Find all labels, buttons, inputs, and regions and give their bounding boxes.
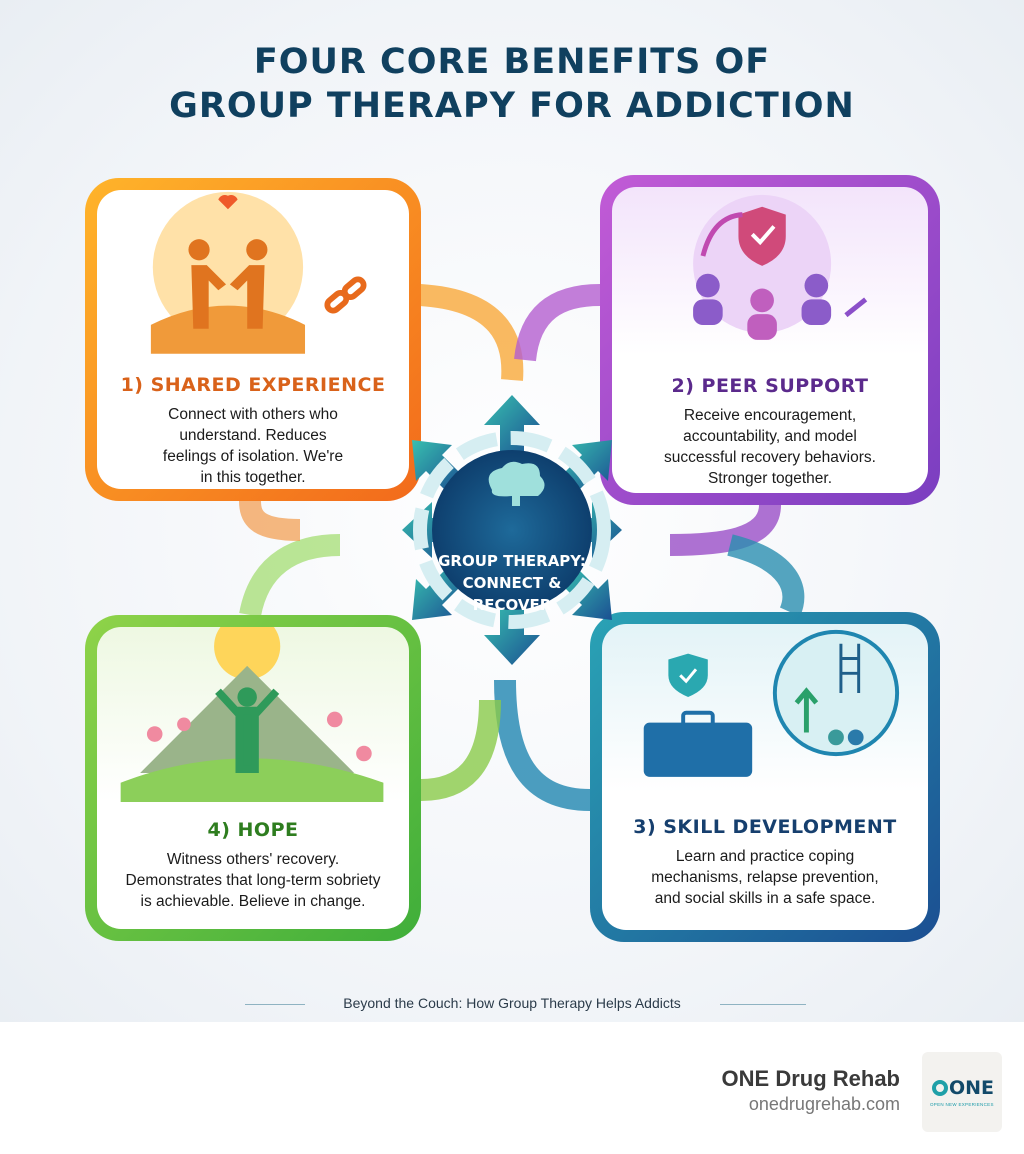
title-line-2: GROUP THERAPY FOR ADDICTION [169, 86, 855, 126]
infographic-canvas: FOUR CORE BENEFITS OF GROUP THERAPY FOR … [0, 0, 1024, 1022]
arrow-4-to-center [239, 534, 341, 618]
caption-divider-left [245, 1004, 305, 1005]
arrow-center-to-2 [514, 284, 601, 362]
card-heading: 4) HOPE [207, 819, 299, 841]
card-peer-support: 2) PEER SUPPORT Receive encouragement,ac… [600, 175, 940, 505]
footer-brand: ONE Drug Rehab onedrugrehab.com [722, 1066, 900, 1115]
caption: Beyond the Couch: How Group Therapy Help… [343, 995, 681, 1011]
caption-divider-right [720, 1004, 806, 1005]
brand-logo: ONE OPEN NEW EXPERIENCES [922, 1052, 1002, 1132]
brand-name: ONE Drug Rehab [721, 1066, 900, 1091]
card-skill-development: 3) SKILL DEVELOPMENT Learn and practice … [590, 612, 940, 942]
sunrise-mountain-icon [120, 627, 384, 803]
card-heading: 2) PEER SUPPORT [671, 375, 869, 397]
arrow-1-to-center [419, 284, 524, 381]
brain-icon [488, 461, 545, 506]
card-hope: 4) HOPE Witness others' recovery.Demonst… [85, 615, 421, 941]
arrow-2-to-center [669, 503, 781, 556]
arrow-center-to-3 [727, 534, 805, 617]
card-heading: 3) SKILL DEVELOPMENT [633, 816, 897, 838]
toolbox-icon [643, 629, 900, 777]
card-heading: 1) SHARED EXPERIENCE [120, 374, 386, 396]
center-hub [402, 395, 622, 665]
arrow-center-to-4 [420, 699, 501, 801]
arrow-center-to-1 [239, 500, 301, 541]
card-body: Witness others' recovery.Demonstrates th… [125, 851, 381, 910]
center-label: GROUP THERAPY:CONNECT &RECOVER [438, 552, 586, 614]
cycle-arrows [239, 284, 805, 811]
logo-ring-icon [932, 1080, 948, 1096]
title-line-1: FOUR CORE BENEFITS OF [253, 42, 771, 82]
brand-url[interactable]: onedrugrehab.com [748, 1094, 900, 1114]
arrow-3-to-center [494, 679, 591, 811]
group-shield-icon [693, 194, 868, 340]
card-shared-experience: 1) SHARED EXPERIENCE Connect with others… [85, 178, 421, 501]
card-body: Receive encouragement,accountability, an… [664, 407, 876, 487]
people-handshake-heart-icon [150, 191, 367, 354]
